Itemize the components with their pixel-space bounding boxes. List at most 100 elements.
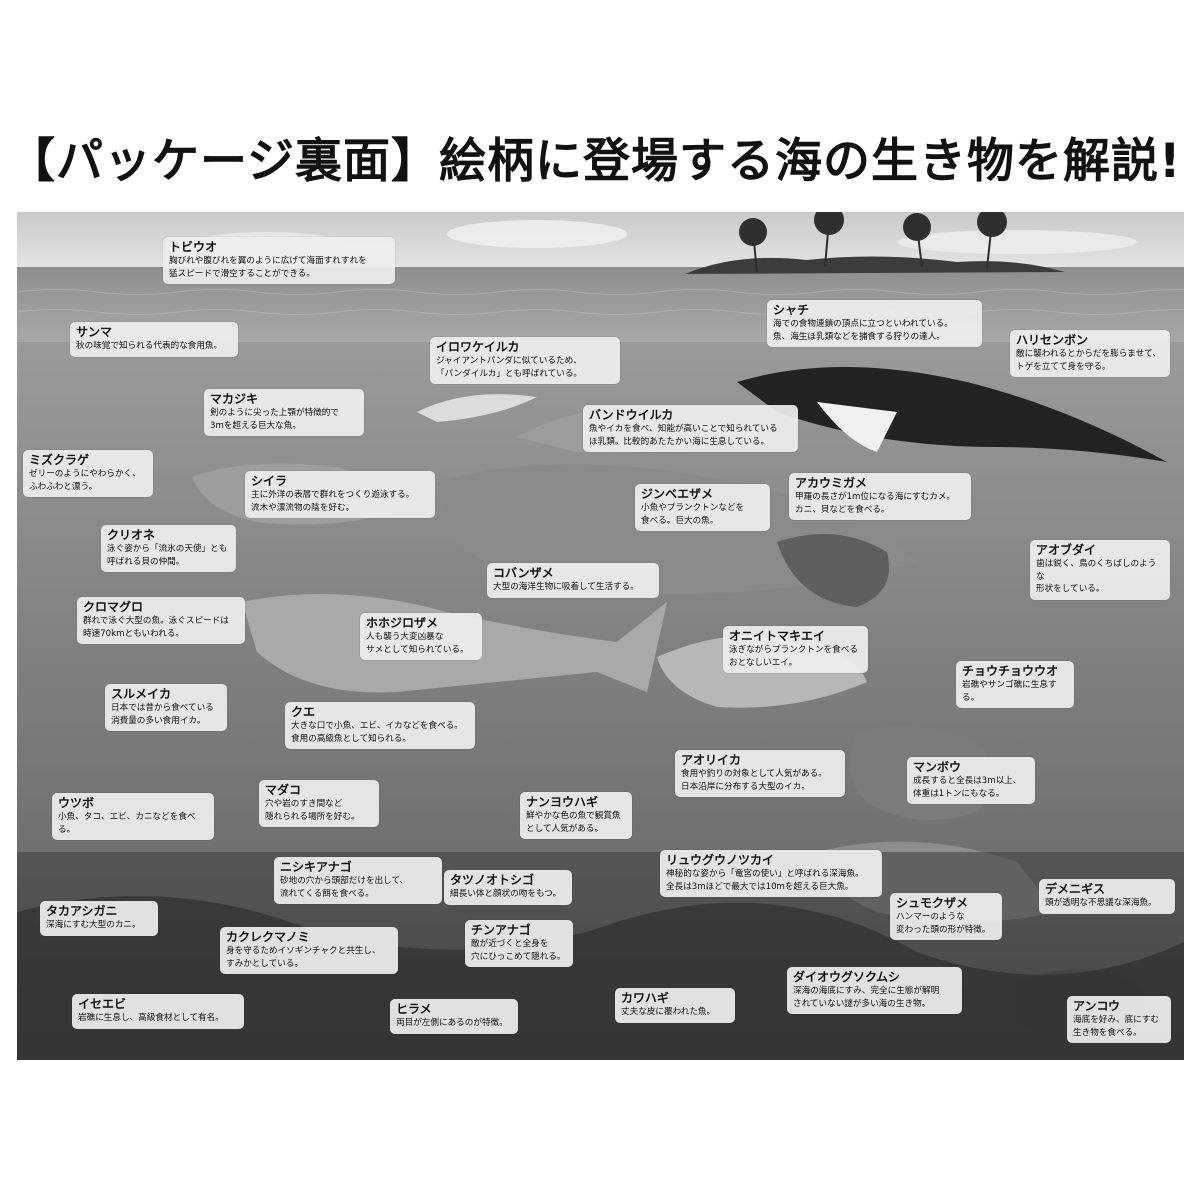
creature-description: 剣のように尖った上顎が特徴的で 3mを超える巨大な魚。 (210, 408, 339, 431)
creature-name: リュウグウノツカイ (666, 853, 775, 867)
creature-description: 敵に襲われるとからだを膨らませて、 トゲを立てて身を守る。 (1016, 349, 1161, 372)
creature-card-shiira: シイラ 主に外洋の表層で群れをつくり遊泳する。 流木や漂流物の陰を好む。 (245, 471, 435, 518)
creature-description: 細長い体と顔状の吻をもつ。 (450, 889, 562, 899)
creature-card-hohojirozame: ホホジロザメ 人も襲う大変凶暴な サメとして知られている。 (360, 613, 482, 660)
creature-card-bandouiruka: バンドウイルカ 魚やイカを食べ、知能が高いことで知られている ほ乳類。比較的あた… (583, 405, 798, 452)
creature-card-mizukurage: ミズクラゲ ゼリーのようにやわらかく、 ふわふわと漂う。 (23, 450, 153, 497)
ocean-illustration: トビウオ 胸びれや腹びれを翼のように広げて海面すれすれを 猛スピードで滑空するこ… (17, 212, 1184, 1060)
creature-card-aobudai: アオブダイ 歯は鋭く、鳥のくちばしのような 形状をしている。 (1030, 540, 1170, 600)
creature-name: アオブダイ (1036, 543, 1097, 557)
creature-description: 成長すると全長は3m以上、 体重は1トンにもなる。 (913, 776, 1022, 799)
creature-card-kobanzame: コバンザメ 大型の海洋生物に吸着して生活する。 (487, 563, 659, 598)
creature-card-chinanago: チンアナゴ 敵が近づくと全身を 穴にひっこめて隠れる。 (465, 920, 573, 967)
creature-description: 海底を好み、底にすむ 生き物を食べる。 (1073, 1015, 1160, 1038)
creature-name: マンボウ (913, 760, 962, 774)
creature-name: ニシキアナゴ (280, 860, 352, 874)
creature-card-hirame: ヒラメ 両目が左側にあるのが特徴。 (390, 999, 518, 1034)
creature-name: アカウミガメ (795, 476, 868, 490)
creature-card-shachi: シャチ 海での食物連鎖の頂点に立つといわれている。 魚、海生ほ乳類などを捕食する… (767, 300, 982, 347)
creature-description: ゼリーのようにやわらかく、 ふわふわと漂う。 (29, 469, 141, 492)
creature-card-ankou: アンコウ 海底を好み、底にすむ 生き物を食べる。 (1067, 996, 1171, 1043)
creature-description: 魚やイカを食べ、知能が高いことで知られている ほ乳類。比較的あたたかい海に生息し… (589, 424, 778, 447)
creature-name: バンドウイルカ (589, 408, 674, 422)
creature-card-utsubo: ウツボ 小魚、タコ、エビ、カニなどを食べる。 (52, 793, 214, 840)
creature-name: シュモクザメ (896, 896, 969, 910)
creature-card-ryuuguunotsukai: リュウグウノツカイ 神秘的な姿から「竜宮の使い」と呼ばれる深海魚。 全長は3mほ… (660, 850, 882, 897)
creature-description: 大型の海洋生物に吸着して生活する。 (493, 582, 639, 592)
creature-card-madako: マダコ 穴や岩のすき間など 隠れられる場所を好む。 (259, 780, 379, 827)
creature-card-tobiuo: トビウオ 胸びれや腹びれを翼のように広げて海面すれすれを 猛スピードで滑空するこ… (163, 237, 395, 284)
creature-description: 両目が左側にあるのが特徴。 (396, 1018, 508, 1028)
creature-card-kawahagi: カワハギ 丈夫な皮に覆われた魚。 (615, 988, 735, 1023)
creature-name: ダイオウグソクムシ (793, 970, 901, 984)
creature-name: クロマグロ (83, 600, 144, 614)
creature-name: イセエビ (78, 997, 127, 1011)
creature-card-oniitomakiei: オニイトマキエイ 泳ぎながらプランクトンを食べる おとなしいエイ。 (723, 626, 868, 673)
creature-card-aoriika: アオリイカ 食用や釣りの対象として人気がある。 日本沿岸に分布する大型のイカ。 (675, 750, 845, 797)
creature-name: ミズクラゲ (29, 453, 90, 467)
creature-name: アオリイカ (681, 753, 742, 767)
creature-description: ハンマーのような 変わった頭の形が特徴。 (896, 912, 991, 935)
creature-name: タカアシガニ (46, 904, 118, 918)
creature-name: オニイトマキエイ (729, 629, 826, 643)
creature-name: タツノオトシゴ (450, 873, 535, 887)
creature-name: シャチ (773, 303, 810, 317)
creature-card-demenigisu: デメニギス 頭が透明な不思議な深海魚。 (1039, 879, 1175, 914)
creature-card-sanma: サンマ 秋の味覚で知られる代表的な食用魚。 (70, 322, 238, 357)
creature-description: 海での食物連鎖の頂点に立つといわれている。 魚、海生ほ乳類などを捕食する狩りの達… (773, 319, 953, 342)
creature-description: 岩礁に生息し、高級食材として有名。 (78, 1013, 224, 1023)
creature-description: 泳ぎながらプランクトンを食べる おとなしいエイ。 (729, 645, 858, 668)
creature-description: 歯は鋭く、鳥のくちばしのような 形状をしている。 (1036, 559, 1157, 594)
creature-name: クエ (291, 705, 316, 719)
creature-card-daiougusokumushi: ダイオウグソクムシ 深海の海底にすみ、完全に生態が解明 されていない謎が多い海の… (787, 967, 962, 1014)
creature-description: 頭が透明な不思議な深海魚。 (1045, 898, 1157, 908)
creature-name: クリオネ (107, 528, 156, 542)
creature-description: 砂地の穴から頭部だけを出して、 流れてくる餌を食べる。 (280, 876, 409, 899)
creature-name: ヒラメ (396, 1002, 432, 1016)
creature-name: スルメイカ (111, 687, 172, 701)
creature-description: 鮮やかな色の魚で観賞魚 として人気がある。 (526, 811, 621, 834)
creature-description: 小魚やプランクトンなどを 食べる。巨大の魚。 (641, 503, 745, 526)
creature-description: 深海の海底にすみ、完全に生態が解明 されていない謎が多い海の生き物。 (793, 986, 940, 1009)
creature-description: 身を守るためイソギンチャクと共生し、 すみかとしている。 (226, 946, 381, 969)
creature-card-harisenbon: ハリセンボン 敵に襲われるとからだを膨らませて、 トゲを立てて身を守る。 (1010, 330, 1170, 377)
creature-card-clione: クリオネ 泳ぐ姿から「流氷の天使」とも 呼ばれる貝の仲間。 (101, 525, 236, 572)
creature-card-kakurekumanomi: カクレクマノミ 身を守るためイソギンチャクと共生し、 すみかとしている。 (220, 927, 398, 974)
creature-description: 秋の味覚で知られる代表的な食用魚。 (76, 341, 223, 351)
creature-name: コバンザメ (493, 566, 554, 580)
page-title: 【パッケージ裏面】絵柄に登場する海の生き物を解説! (8, 134, 1182, 189)
creature-name: チンアナゴ (471, 923, 531, 937)
creature-name: カクレクマノミ (226, 930, 310, 944)
creature-card-akaumigame: アカウミガメ 甲羅の長さが1m位になる海にすむカメ。 カニ、貝などを食べる。 (789, 473, 971, 520)
creature-description: 甲羅の長さが1m位になる海にすむカメ。 カニ、貝などを食べる。 (795, 492, 956, 515)
creature-name: マカジキ (210, 392, 259, 406)
creature-card-shumokuzame: シュモクザメ ハンマーのような 変わった頭の形が特徴。 (890, 893, 1002, 940)
creature-description: 穴や岩のすき間など 隠れられる場所を好む。 (265, 799, 360, 822)
creature-description: 大きな口で小魚、エビ、イカなどを食べる。 食用の高級魚として知られる。 (291, 721, 463, 744)
creature-name: ジンベエザメ (641, 487, 714, 501)
creature-name: デメニギス (1045, 882, 1106, 896)
creature-name: イロワケイルカ (436, 340, 520, 354)
creature-card-surumeika: スルメイカ 日本では昔から食べている 消費量の多い食用イカ。 (105, 684, 227, 731)
creature-description: 小魚、タコ、エビ、カニなどを食べる。 (58, 812, 196, 835)
creature-name: サンマ (76, 325, 113, 339)
creature-name: ナンヨウハギ (526, 795, 599, 809)
creature-card-kuromaguro: クロマグロ 群れで泳ぐ大型の魚。泳ぐスピードは 時速70kmともいわれる。 (77, 597, 245, 644)
creature-description: 岩礁やサンゴ礁に生息する。 (962, 680, 1057, 703)
creature-description: 深海にすむ大型のカニ。 (46, 920, 141, 930)
creature-description: 食用や釣りの対象として人気がある。 日本沿岸に分布する大型のイカ。 (681, 769, 827, 792)
creature-description: 群れで泳ぐ大型の魚。泳ぐスピードは 時速70kmともいわれる。 (83, 616, 229, 639)
creature-name: シイラ (251, 474, 288, 488)
creature-card-tatsunootoshigo: タツノオトシゴ 細長い体と顔状の吻をもつ。 (444, 870, 572, 905)
creature-name: チョウチョウウオ (962, 664, 1059, 678)
creature-description: 泳ぐ姿から「流氷の天使」とも 呼ばれる貝の仲間。 (107, 544, 228, 567)
creature-name: ホホジロザメ (366, 616, 439, 630)
creature-name: ウツボ (58, 796, 95, 810)
creature-description: 主に外洋の表層で群れをつくり遊泳する。 流木や漂流物の陰を好む。 (251, 490, 415, 513)
creature-description: 神秘的な姿から「竜宮の使い」と呼ばれる深海魚。 全長は3mほどで最大では10mを… (666, 869, 864, 892)
creature-description: 胸びれや腹びれを翼のように広げて海面すれすれを 猛スピードで滑空することができる… (169, 256, 367, 279)
surface-waves (17, 289, 1184, 315)
creature-description: 日本では昔から食べている 消費量の多い食用イカ。 (111, 703, 214, 726)
creature-name: トビウオ (169, 240, 218, 254)
creature-card-iruwakeiruka: イロワケイルカ ジャイアントパンダに似ているため、 「パンダイルカ」とも呼ばれて… (430, 337, 620, 384)
